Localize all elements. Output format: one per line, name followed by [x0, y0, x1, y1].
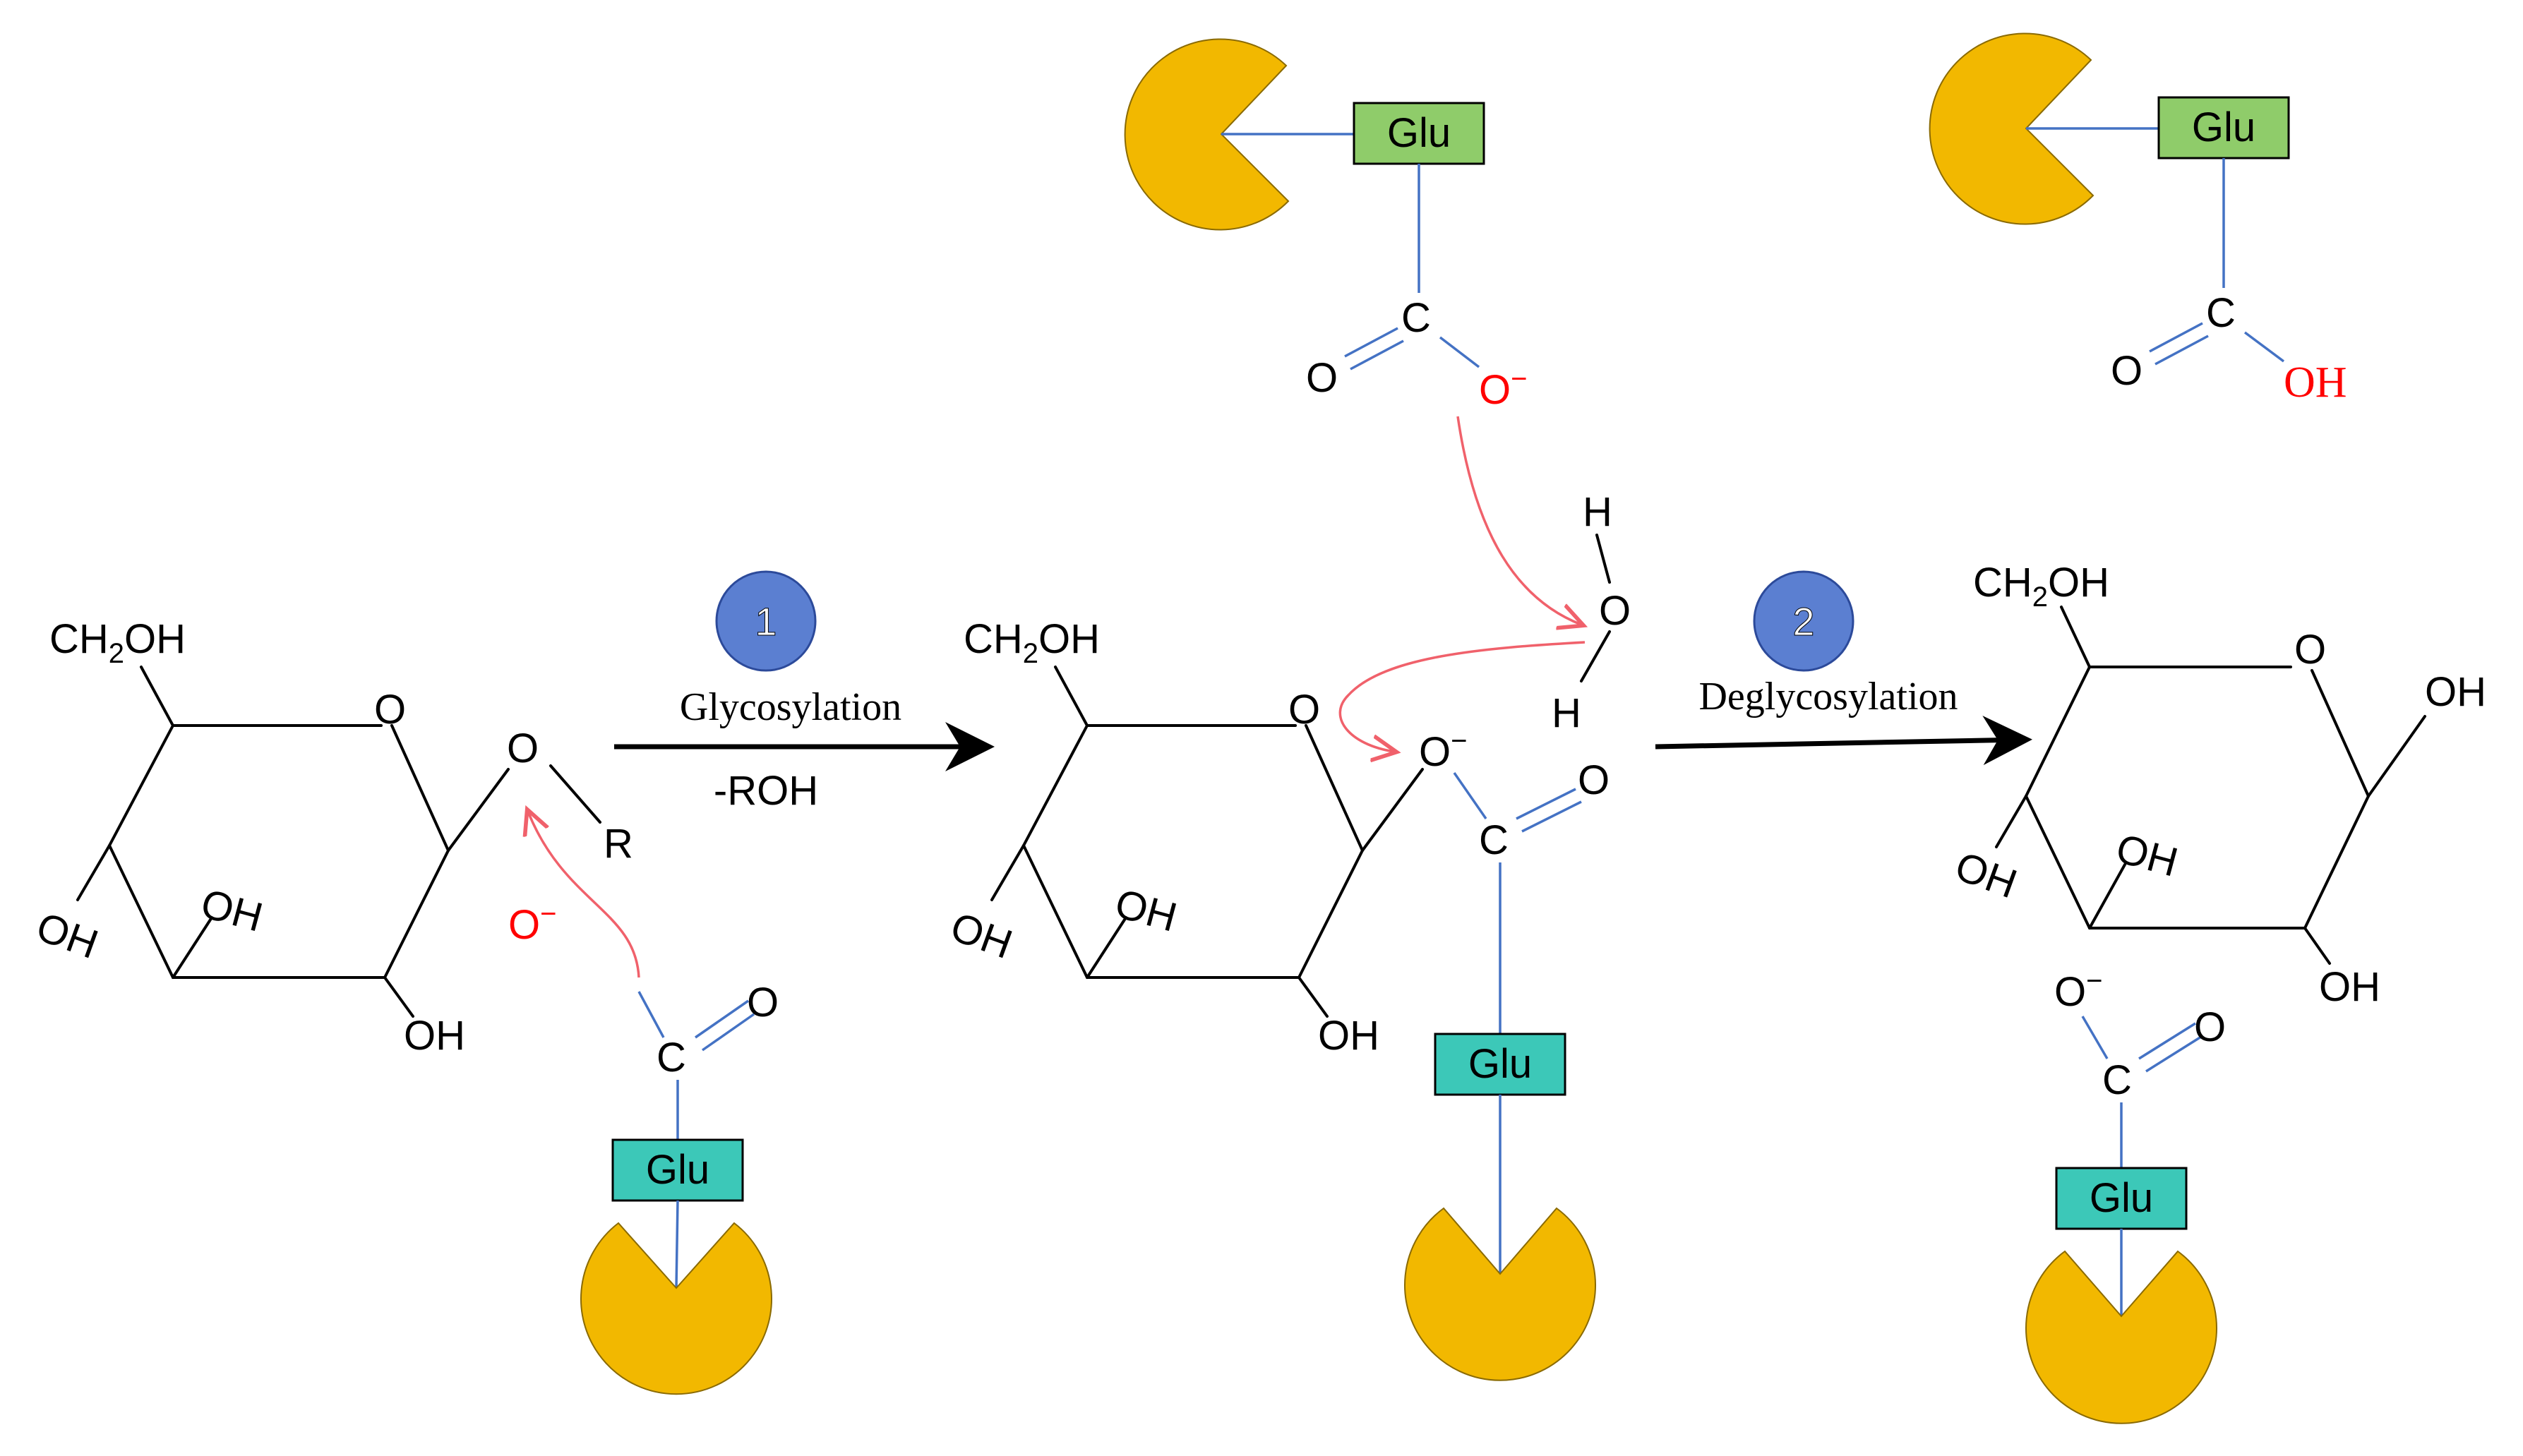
- base-top-o-minus: O−: [1479, 363, 1527, 413]
- intermediate-oh-mid: OH: [1110, 880, 1182, 940]
- substrate-ch2oh: CH2OH: [49, 616, 186, 669]
- product-bottom-carbonyl-o: O: [2194, 1004, 2226, 1050]
- product-ch2oh: CH2OH: [1973, 560, 2109, 613]
- intermediate-ring-oxygen: O: [1288, 687, 1320, 733]
- intermediate-ester-oxygen: O−: [1419, 726, 1467, 775]
- water-h-top: H: [1583, 489, 1612, 535]
- water-oxygen: O: [1599, 588, 1631, 634]
- enzyme-pacman-3: [1124, 38, 1290, 231]
- intermediate-ch2oh: CH2OH: [964, 616, 1100, 669]
- intermediate-glu-label: Glu: [1468, 1041, 1532, 1087]
- step1-number-badge: [715, 570, 817, 672]
- substrate-sugar: CH2OH O O R OH OH OH: [30, 616, 633, 1059]
- intermediate-carbon: C: [1479, 817, 1509, 863]
- substrate-r-group: R: [604, 821, 633, 867]
- step2-number-badge: [1753, 570, 1854, 672]
- product-bottom-glu-label: Glu: [2090, 1175, 2153, 1221]
- step1-sublabel: -ROH: [714, 768, 818, 814]
- enzyme-pacman-2: [1404, 1207, 1596, 1381]
- nucleophile-o-minus: O−: [508, 898, 556, 948]
- intermediate-oh-left: OH: [945, 903, 1018, 968]
- product-bottom-o-minus: O−: [2054, 965, 2102, 1015]
- base-deprotonation-arrow: [1456, 416, 1581, 625]
- product-oh-left: OH: [1949, 843, 2022, 908]
- product-oh-mid: OH: [2111, 825, 2183, 885]
- substrate-glycosidic-oxygen: O: [507, 726, 539, 771]
- intermediate-sugar: CH2OH O O− OH OH OH C O Glu: [945, 616, 1610, 1381]
- substrate-oh-mid: OH: [196, 880, 268, 940]
- product-top-glu-label: Glu: [2192, 104, 2255, 150]
- step1-label: Glycosylation: [680, 685, 901, 729]
- water-attack-arrow: [1338, 641, 1586, 752]
- product-top-oh: OH: [2284, 359, 2347, 407]
- product-oh-right: OH: [2425, 669, 2486, 715]
- product-top-carbonyl-o: O: [2111, 348, 2143, 394]
- product-bottom-carbon: C: [2102, 1057, 2132, 1103]
- product-top-glu-box: [2157, 96, 2290, 160]
- product-glutamate-bottom: O− C O Glu: [2025, 965, 2226, 1424]
- base-top-carbonyl-o: O: [1306, 355, 1338, 401]
- intermediate-oh-bottom: OH: [1318, 1013, 1379, 1059]
- intermediate-carbonyl-o: O: [1578, 757, 1610, 803]
- intermediate-glu-box: [1434, 1033, 1566, 1096]
- substrate-ring-oxygen: O: [374, 687, 406, 733]
- product-sugar: CH2OH O OH OH OH OH: [1949, 560, 2486, 1010]
- step1-number: 1: [755, 599, 777, 644]
- substrate-oh-left: OH: [30, 903, 104, 968]
- water-molecule: H O H: [1552, 489, 1631, 736]
- nucleophile-carbonyl-o: O: [747, 980, 779, 1025]
- enzyme-pacman-5: [2025, 1250, 2217, 1424]
- base-glutamate-top: Glu C O O−: [1124, 38, 1527, 413]
- step2-label: Deglycosylation: [1698, 675, 1958, 718]
- step2-number: 2: [1792, 599, 1814, 644]
- base-top-glu-box: [1353, 102, 1485, 165]
- base-top-carbon: C: [1401, 295, 1431, 341]
- substrate-oh-bottom: OH: [404, 1013, 465, 1059]
- base-top-glu-label: Glu: [1387, 110, 1451, 156]
- product-glutamate-top: Glu C O OH: [1929, 32, 2347, 407]
- nucleophile-carbon: C: [657, 1035, 686, 1081]
- product-bottom-glu-box: [2055, 1167, 2188, 1230]
- step2-arrow-group: 2 Deglycosylation: [1655, 570, 2032, 766]
- product-oh-bottom: OH: [2319, 964, 2380, 1010]
- nucleophile-glu-label: Glu: [646, 1147, 709, 1193]
- product-top-carbon: C: [2206, 290, 2236, 336]
- step1-arrow-group: 1 Glycosylation -ROH: [614, 570, 995, 814]
- nucleophilic-attack-arrow: [528, 812, 640, 978]
- enzyme-pacman-1: [580, 1222, 772, 1395]
- enzyme-pacman-4: [1929, 32, 2094, 225]
- water-h-bottom: H: [1552, 690, 1581, 736]
- product-ring-oxygen: O: [2294, 627, 2326, 673]
- nucleophile-glutamate: O− C O Glu: [508, 898, 779, 1395]
